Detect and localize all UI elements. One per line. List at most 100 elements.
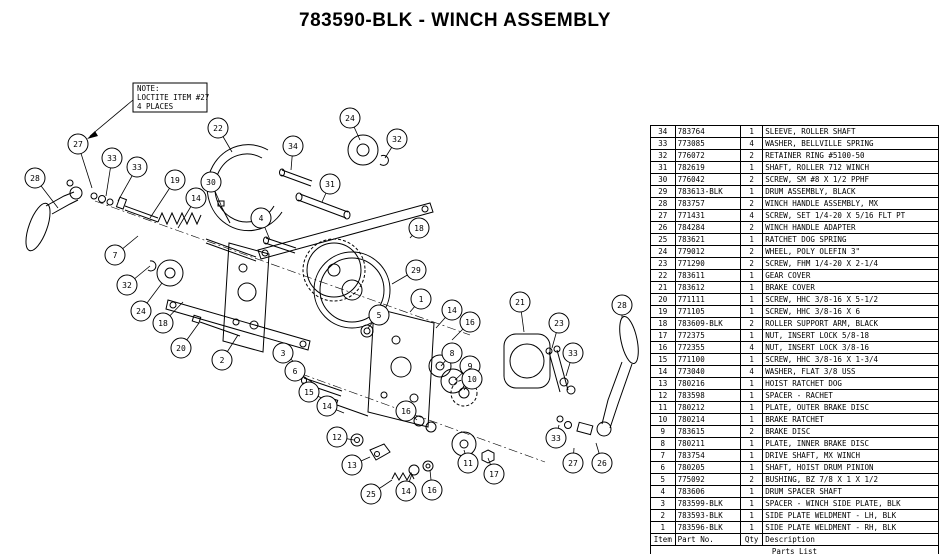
table-cell: 783613-BLK [674, 185, 742, 198]
table-cell: 33 [650, 137, 676, 150]
balloon-circle [545, 427, 567, 449]
table-cell: 4 [740, 137, 764, 150]
table-cell: 1 [740, 389, 764, 402]
table-cell: 2 [650, 509, 676, 522]
table-cell: 783606 [674, 485, 742, 498]
table-cell: RATCHET DOG SPRING [762, 233, 939, 246]
table-cell: 25 [650, 233, 676, 246]
balloon-circle [319, 173, 341, 195]
table-cell: Item [650, 533, 676, 546]
table-cell: 34 [650, 125, 676, 138]
table-cell: SPACER - WINCH SIDE PLATE, BLK [762, 497, 939, 510]
table-cell: 783621 [674, 233, 742, 246]
table-cell: 1 [740, 329, 764, 342]
table-cell: GEAR COVER [762, 269, 939, 282]
table-cell: SIDE PLATE WELDMENT - RH, BLK [762, 521, 939, 534]
balloon-number: 1 [419, 295, 424, 304]
support-arm-upper-art [257, 202, 434, 260]
table-cell: 2 [740, 425, 764, 438]
balloon-circle [130, 300, 152, 322]
table-cell: 1 [740, 497, 764, 510]
roller-shaft-art [279, 168, 351, 220]
balloon-circle [339, 107, 361, 129]
table-cell: SIDE PLATE WELDMENT - LH, BLK [762, 509, 939, 522]
table-cell: 783612 [674, 281, 742, 294]
table-footer-row: Parts List [650, 545, 939, 554]
table-cell: ROLLER SUPPORT ARM, BLACK [762, 317, 939, 330]
poly-wheel-top-art [347, 134, 389, 166]
table-cell: BRAKE RATCHET [762, 413, 939, 426]
balloon-circle [483, 463, 505, 485]
balloon-number: 18 [414, 224, 424, 233]
table-cell: 9 [650, 425, 676, 438]
table-cell: 782619 [674, 161, 742, 174]
table-cell: 1 [740, 161, 764, 174]
table-cell: 771290 [674, 257, 742, 270]
balloon-circle [341, 454, 363, 476]
balloon-number: 23 [554, 319, 564, 328]
table-cell: 776042 [674, 173, 742, 186]
table-cell: SCREW, HHC 3/8-16 X 1-3/4 [762, 353, 939, 366]
drawing-title: 783590-BLK - WINCH ASSEMBLY [299, 10, 611, 31]
table-cell: HOIST RATCHET DOG [762, 377, 939, 390]
table-cell: 1 [740, 305, 764, 318]
balloon-number: 19 [170, 176, 180, 185]
balloon-number: 26 [597, 459, 607, 468]
balloon-number: 25 [366, 490, 376, 499]
balloon-circle [611, 294, 633, 316]
balloon-number: 7 [113, 251, 118, 260]
table-cell: 1 [650, 521, 676, 534]
table-cell: 783596-BLK [674, 521, 742, 534]
table-cell: SCREW, FHM 1/4-20 X 2-1/4 [762, 257, 939, 270]
table-cell: 783599-BLK [674, 497, 742, 510]
table-cell: BRAKE COVER [762, 281, 939, 294]
balloon-number: 33 [132, 163, 142, 172]
table-cell: 19 [650, 305, 676, 318]
balloon-number: 32 [122, 281, 132, 290]
balloon-circle [410, 288, 432, 310]
balloon-number: 24 [136, 307, 146, 316]
table-cell: 783609-BLK [674, 317, 742, 330]
balloon-number: 15 [304, 388, 314, 397]
table-cell: 775092 [674, 473, 742, 486]
table-cell: 783598 [674, 389, 742, 402]
balloon-circle [152, 312, 174, 334]
balloon-number: 2 [220, 356, 225, 365]
table-cell: SHAFT, HOIST DRUM PINION [762, 461, 939, 474]
table-cell: 11 [650, 401, 676, 414]
table-cell: 14 [650, 365, 676, 378]
table-cell: Part No. [674, 533, 742, 546]
table-cell: WINCH HANDLE ADAPTER [762, 221, 939, 234]
table-cell: 2 [740, 173, 764, 186]
balloon-number: 34 [288, 142, 298, 151]
balloon-circle [164, 169, 186, 191]
table-cell: DRUM SPACER SHAFT [762, 485, 939, 498]
balloon-circle [441, 299, 463, 321]
table-cell: 1 [740, 377, 764, 390]
table-cell: RETAINER RING #5100-50 [762, 149, 939, 162]
balloon-circle [207, 117, 229, 139]
table-cell: 12 [650, 389, 676, 402]
table-cell: PLATE, INNER BRAKE DISC [762, 437, 939, 450]
table-cell: 1 [740, 281, 764, 294]
side-plate-lh-art [222, 242, 270, 353]
balloon-number: 14 [401, 487, 411, 496]
table-cell: SCREW, HHC 3/8-16 X 6 [762, 305, 939, 318]
balloon-number: 3 [281, 349, 286, 358]
balloon-number: 16 [401, 407, 411, 416]
balloon-number: 20 [176, 344, 186, 353]
table-cell: 10 [650, 413, 676, 426]
table-cell: 783593-BLK [674, 509, 742, 522]
table-cell: SCREW, SET 1/4-20 X 5/16 FLT PT [762, 209, 939, 222]
winch-handle-right-art [556, 315, 639, 437]
balloon-circle [104, 244, 126, 266]
brake-disc-stack-art [428, 354, 495, 464]
balloon-number: 31 [325, 180, 335, 189]
ratchet-dog-art [369, 443, 415, 482]
